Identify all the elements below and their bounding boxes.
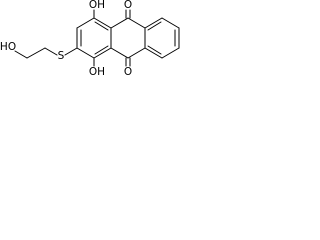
chemical-structure-diagram: HO S OH OH O O <box>0 0 180 78</box>
atom-label-sulfur: S <box>58 50 65 62</box>
bond-ring-a3-inner <box>94 21 109 31</box>
bond-ring-a2 <box>76 17 95 29</box>
bond-ring-a5-inner <box>94 45 109 55</box>
bond-ring-c5-inner <box>147 45 162 55</box>
atom-label-hydroxyl-top: OH <box>89 0 105 11</box>
bond-ring-c4 <box>161 47 180 59</box>
bond-s-ring <box>64 47 78 56</box>
bond-c2-s <box>44 47 58 56</box>
bond-c1-c2 <box>26 47 46 59</box>
bond-ring-c5 <box>144 47 163 59</box>
bond-ring-c1-inner <box>147 21 162 31</box>
bond-ring-c1 <box>144 17 163 29</box>
atom-label-carbonyl-oxygen-top: O <box>124 0 132 11</box>
bond-group <box>14 9 180 67</box>
bond-ring-b4 <box>127 47 146 59</box>
bond-ring-b5 <box>110 47 129 59</box>
bond-ring-a3 <box>93 17 112 29</box>
bond-ho-c1 <box>14 50 28 59</box>
bond-ring-c2 <box>161 17 180 29</box>
atom-label-hydroxyl-bottom: OH <box>89 66 105 78</box>
bond-ring-a5 <box>93 47 112 59</box>
bond-ring-a6 <box>76 47 95 59</box>
bond-ring-b2 <box>127 17 146 29</box>
atom-label-carbonyl-oxygen-bottom: O <box>124 66 132 78</box>
bond-ring-b1 <box>110 17 129 29</box>
atom-label-hydroxyl-terminal: HO <box>0 41 16 53</box>
